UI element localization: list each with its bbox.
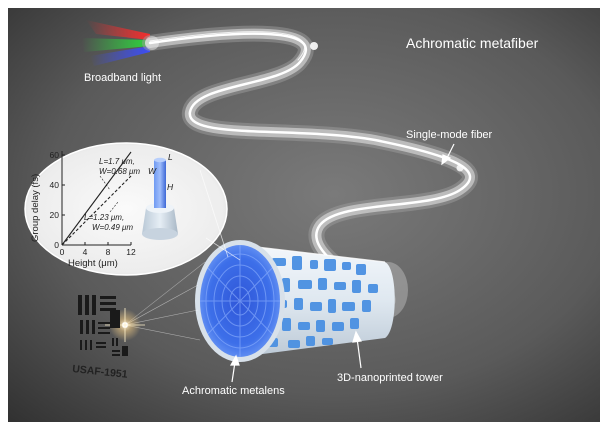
inset-y-tick-label: 40 <box>50 180 60 190</box>
nanopillar-illustration <box>142 157 178 240</box>
inset-x-tick-label: 4 <box>83 247 88 257</box>
annotation-lower-w: W=0.49 μm <box>92 223 133 232</box>
pillar-label-w: W <box>148 166 157 176</box>
label-pointers <box>229 143 455 383</box>
inset-background <box>24 142 228 276</box>
inset-y-tick-label: 0 <box>54 240 59 250</box>
inset-axes <box>61 151 131 246</box>
inset-x-ticks: 0 4 8 12 <box>60 242 136 257</box>
label-broadband-light: Broadband light <box>84 72 161 84</box>
pillar-label-h: H <box>167 182 174 192</box>
inset-y-tick-label: 60 <box>50 150 60 160</box>
inset-y-tick-label: 20 <box>50 210 60 220</box>
label-tower: 3D-nanoprinted tower <box>337 372 443 384</box>
annotation-upper-l: L=1.7 μm, <box>99 157 135 166</box>
inset-x-axis-label: Height (μm) <box>68 258 118 269</box>
annotation-lower-pointer <box>109 201 119 213</box>
usaf-1951-target <box>78 295 128 356</box>
inset-group-delay-plot: 0 20 40 60 0 4 8 12 Group delay (fs) Height (μ… <box>24 142 241 276</box>
annotation-lower-l: L=1.23 μm, <box>84 213 124 222</box>
label-single-mode-fiber: Single-mode fiber <box>406 129 493 141</box>
inset-series-line-1 <box>61 151 132 246</box>
inset-connector-top <box>199 169 229 258</box>
pillar-label-l: L <box>168 152 173 162</box>
inset-connector-bottom <box>205 237 241 261</box>
usaf-1951-label: USAF-1951 <box>72 363 129 381</box>
achromatic-metalens <box>195 240 285 362</box>
page-title: Achromatic metafiber <box>406 35 539 51</box>
inset-y-axis-label: Group delay (fs) <box>30 174 41 242</box>
inset-x-tick-label: 8 <box>106 247 111 257</box>
label-metalens: Achromatic metalens <box>182 385 285 397</box>
annotation-upper-w: W=0.68 μm <box>99 167 140 176</box>
single-mode-fiber <box>142 25 478 308</box>
inset-series-line-2 <box>61 175 132 246</box>
inset-x-tick-label: 12 <box>126 247 136 257</box>
annotation-upper-pointer <box>99 175 111 191</box>
inset-lines <box>61 151 132 246</box>
inset-x-tick-label: 0 <box>60 247 65 257</box>
